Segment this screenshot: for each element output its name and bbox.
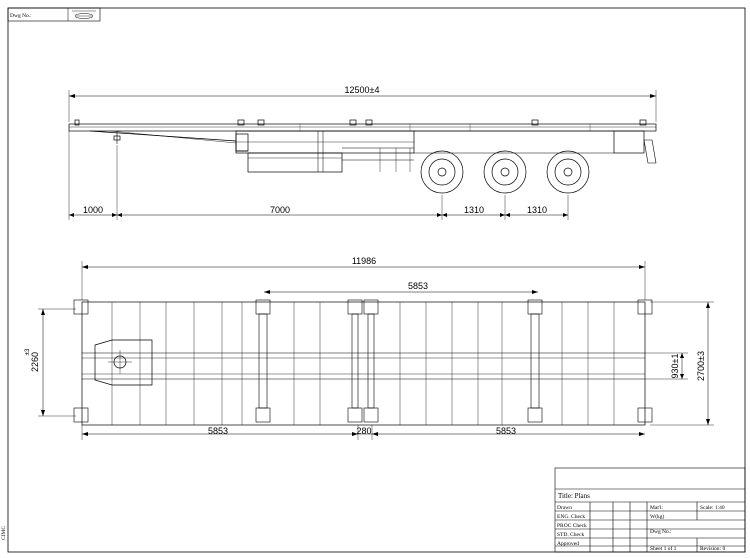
tb-weight: W(kg) <box>650 513 665 520</box>
header-stamp-icon <box>72 10 96 19</box>
title-block <box>554 467 746 553</box>
corner-mark: CIMC <box>1 526 7 540</box>
tb-proc-check: PROC Check <box>557 523 587 529</box>
dim-kingpin-to-axle: 7000 <box>270 205 290 215</box>
dwg-no-label: Dwg No.: <box>10 13 32 19</box>
wheel-2 <box>483 150 527 194</box>
dim-front-overhang: 1000 <box>83 205 103 215</box>
header-block: Dwg No.: <box>7 7 101 22</box>
side-view <box>68 90 657 220</box>
top-view <box>38 261 714 440</box>
dim-frame-length: 11986 <box>352 256 376 266</box>
tb-std-check: STD. Check <box>557 532 584 538</box>
dim-twistlock-span: 5853 <box>408 281 428 291</box>
tb-revision: Revision: 0 <box>700 546 725 552</box>
tb-eng-check: ENG. Check <box>557 514 585 520</box>
dim-inner-width-tol: ±3 <box>25 348 31 355</box>
dim-overall-width: 2700±3 <box>696 351 706 381</box>
tb-dwg-no: Dwg No.: <box>650 529 672 535</box>
tb-title: Title: Plans <box>558 492 590 500</box>
dim-overall-length: 12500±4 <box>345 85 380 95</box>
dim-middle-gap: 280 <box>356 426 371 436</box>
wheel-3 <box>546 150 590 194</box>
dim-beam-spacing: 930±1 <box>670 354 680 379</box>
tb-matl: Mat'l: <box>650 505 663 511</box>
tb-scale: Scale: 1:40 <box>700 505 725 511</box>
dim-left-segment: 5853 <box>208 426 228 436</box>
dim-axle-spacing-2: 1310 <box>527 205 547 215</box>
tb-drawn: Drawn <box>557 505 572 511</box>
wheel-1 <box>420 150 464 194</box>
sheet-border <box>7 7 746 553</box>
dim-inner-width: 2260 <box>30 352 40 372</box>
tb-approved: Approved <box>557 541 579 547</box>
dim-axle-spacing-1: 1310 <box>464 205 484 215</box>
tb-sheet: Sheet 1 of 1 <box>650 545 677 552</box>
dim-right-segment: 5853 <box>496 426 516 436</box>
